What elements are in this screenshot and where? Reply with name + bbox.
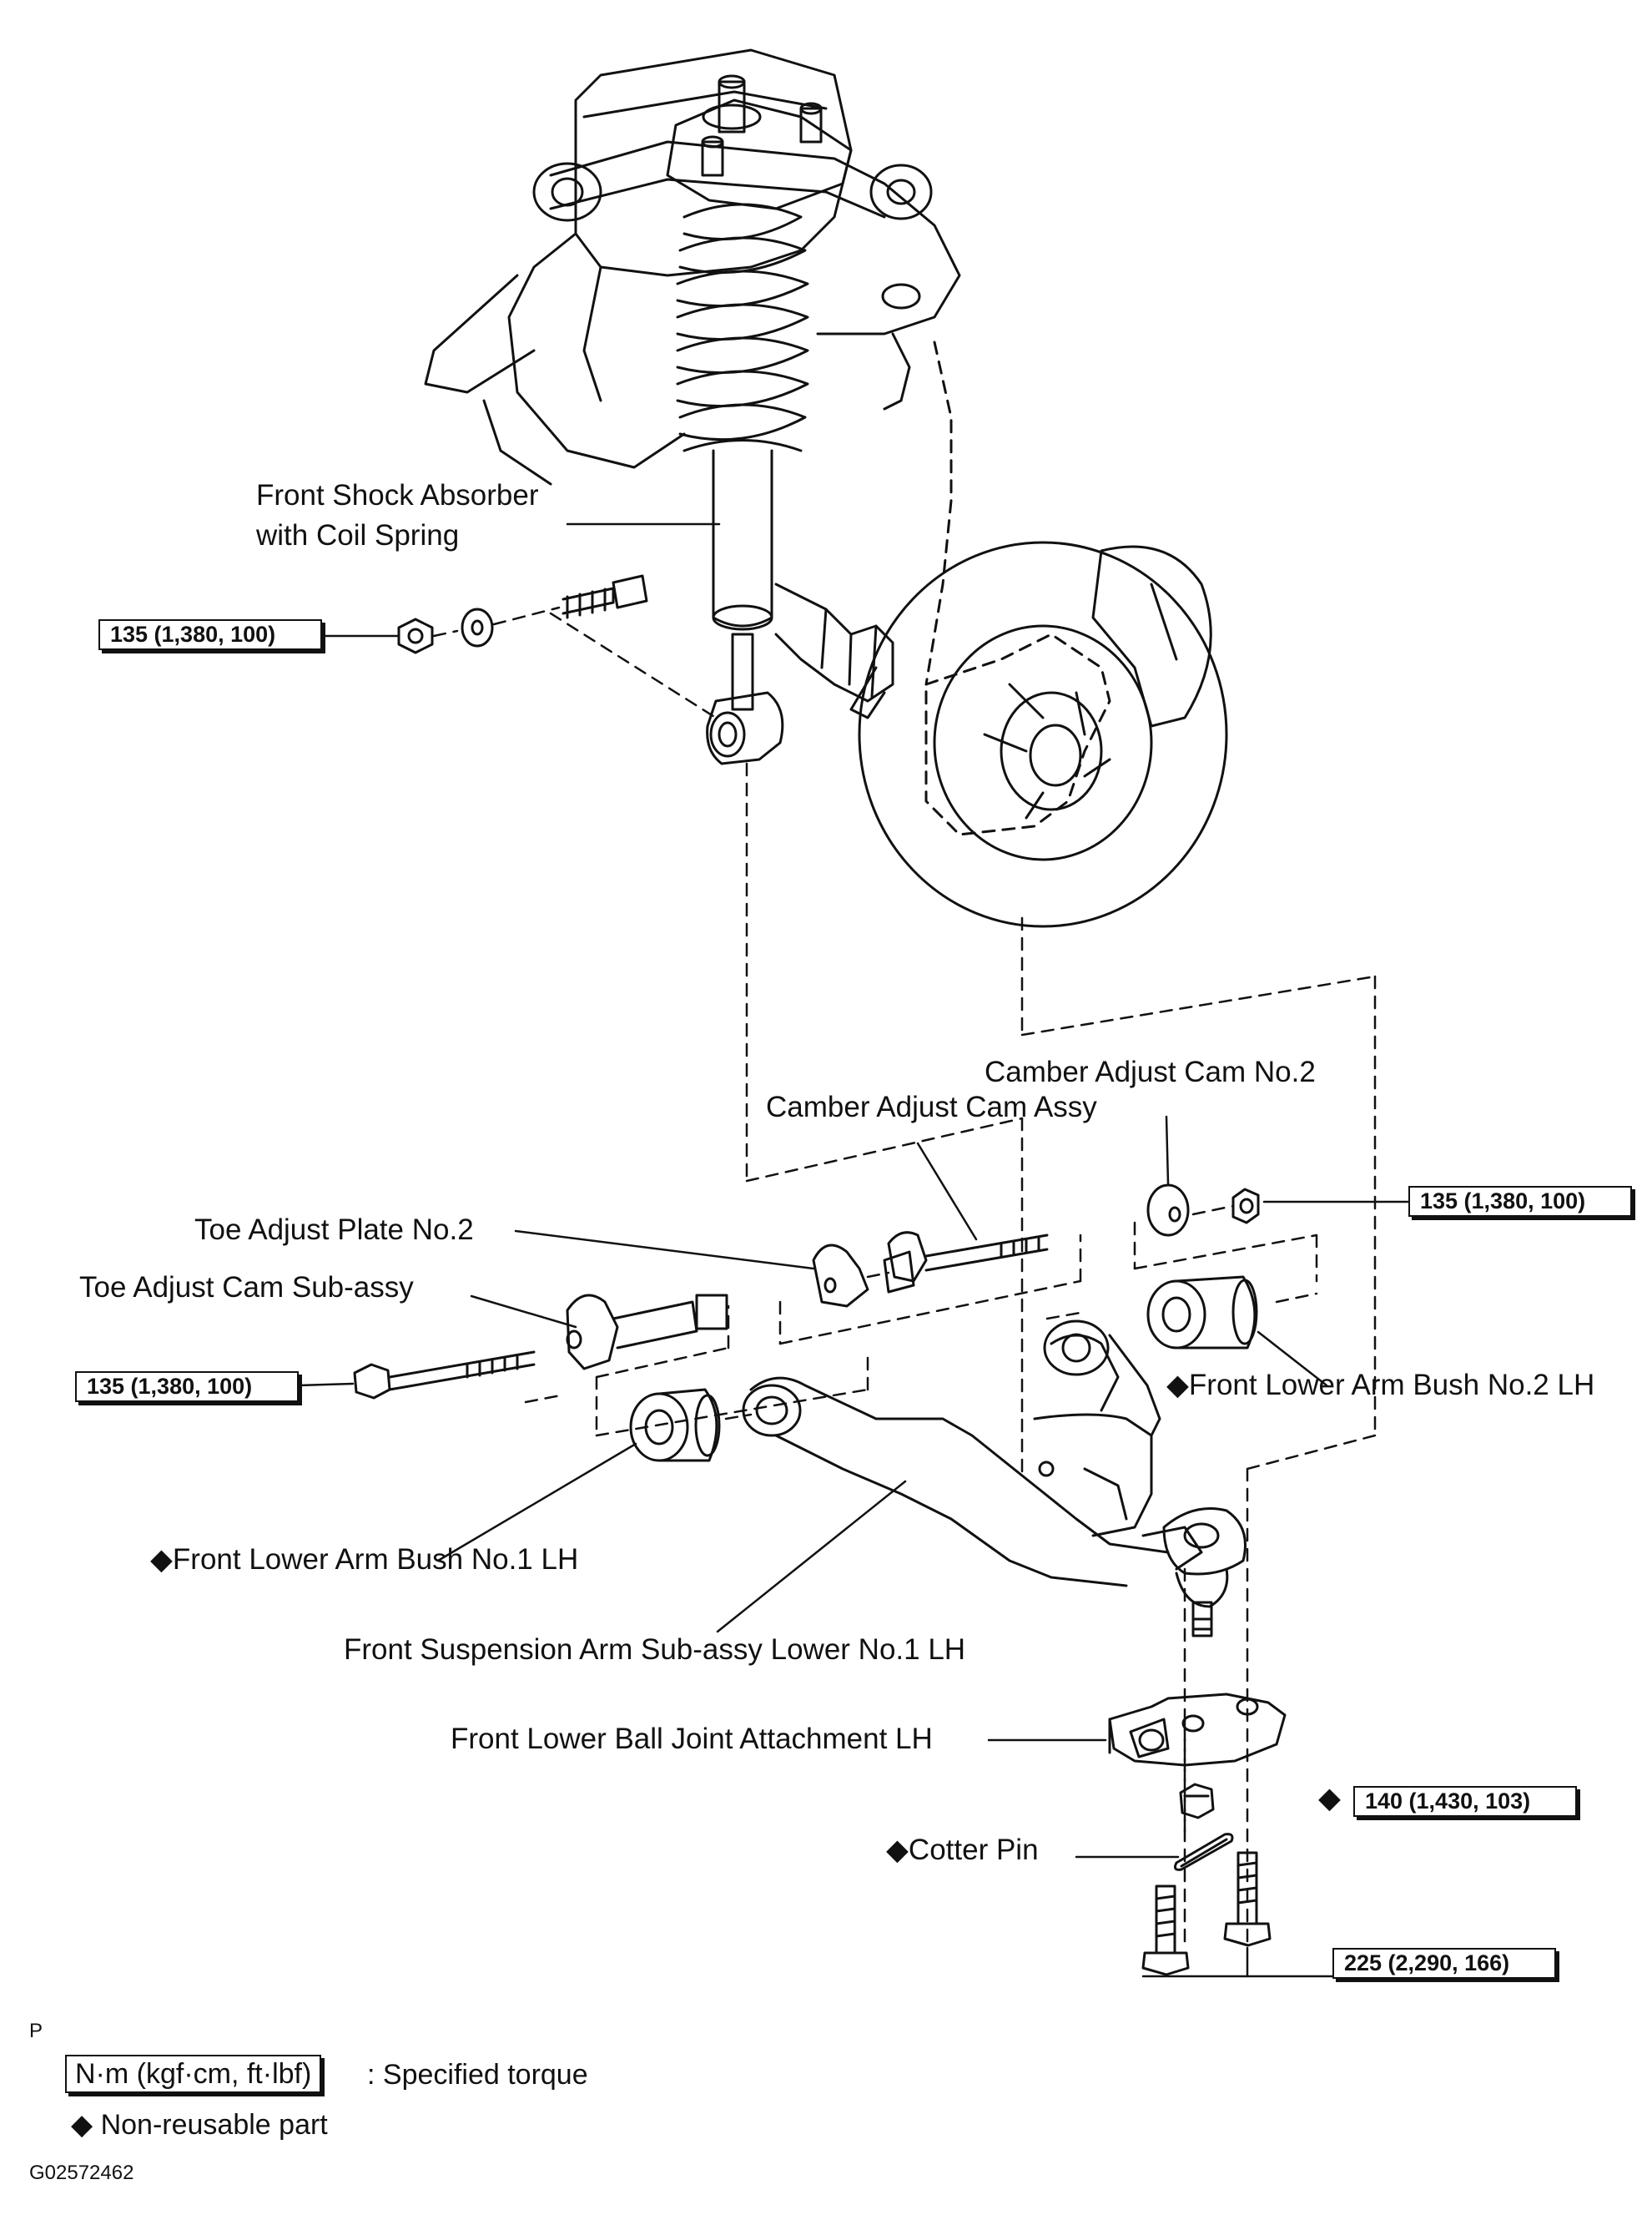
torque-shock-nut: 135 (1,380, 100) (98, 619, 322, 650)
bush-no1-part (629, 1388, 721, 1462)
toe-plate-no2-part (812, 1244, 869, 1308)
label-camber-cam-assy: Camber Adjust Cam Assy (766, 1091, 1097, 1123)
figure-id: G02572462 (29, 2162, 134, 2184)
label-shock-line1: Front Shock Absorber (256, 479, 539, 512)
torque-ball-joint-nut: 140 (1,430, 103) (1353, 1786, 1577, 1817)
leader-lines (297, 522, 1412, 1978)
label-bush-no1: ◆Front Lower Arm Bush No.1 LH (150, 1543, 579, 1576)
camber-cam-no2-part (1146, 1183, 1260, 1237)
frame-structure (424, 48, 853, 486)
ball-joint-attachment-part (1108, 1693, 1287, 1767)
label-camber-cam-no2: Camber Adjust Cam No.2 (985, 1056, 1316, 1088)
toe-long-bolt (353, 1350, 536, 1400)
legend-torque-desc: : Specified torque (367, 2059, 588, 2091)
lower-suspension-arm (742, 1319, 1203, 1587)
knuckle-hidden-outline (924, 341, 1111, 836)
legend-torque-unit-box: N·m (kgf·cm, ft·lbf) (65, 2055, 322, 2093)
bush-no2-part (1146, 1275, 1258, 1350)
label-cotter-pin: ◆Cotter Pin (886, 1834, 1039, 1866)
attachment-bolts (1141, 1851, 1272, 1976)
label-shock-line2: with Coil Spring (256, 519, 460, 552)
drive-shaft-boot (774, 583, 894, 703)
camber-cam-assy-part (883, 1231, 1049, 1294)
label-suspension-arm: Front Suspension Arm Sub-assy Lower No.1… (344, 1633, 966, 1666)
label-ball-joint: Front Lower Ball Joint Attachment LH (451, 1723, 933, 1755)
ball-joint-part (1162, 1507, 1247, 1637)
nut-nonreusable-marker: ◆ (1318, 1782, 1341, 1814)
brake-disc-hub (849, 541, 1228, 928)
label-toe-plate-no2: Toe Adjust Plate No.2 (194, 1213, 474, 1246)
label-bush-no2: ◆Front Lower Arm Bush No.2 LH (1166, 1369, 1595, 1401)
label-toe-cam-subassy: Toe Adjust Cam Sub-assy (79, 1271, 414, 1304)
shock-absorber-body (706, 449, 784, 765)
castle-nut (1179, 1783, 1215, 1819)
toe-cam-subassy-part (566, 1294, 728, 1370)
cotter-pin-part (1174, 1833, 1234, 1871)
torque-attachment-bolts: 225 (2,290, 166) (1332, 1948, 1556, 1979)
coil-spring (676, 203, 809, 452)
legend-marker: P (29, 2020, 43, 2042)
shock-top-mount (666, 74, 853, 210)
shock-bolt-hardware (397, 574, 648, 654)
alignment-dashed-lines (432, 606, 1377, 1946)
torque-camber-nut: 135 (1,380, 100) (1408, 1186, 1632, 1217)
legend-nonreusable: ◆ Non-reusable part (71, 2109, 328, 2141)
torque-toe-bolt: 135 (1,380, 100) (75, 1371, 299, 1402)
